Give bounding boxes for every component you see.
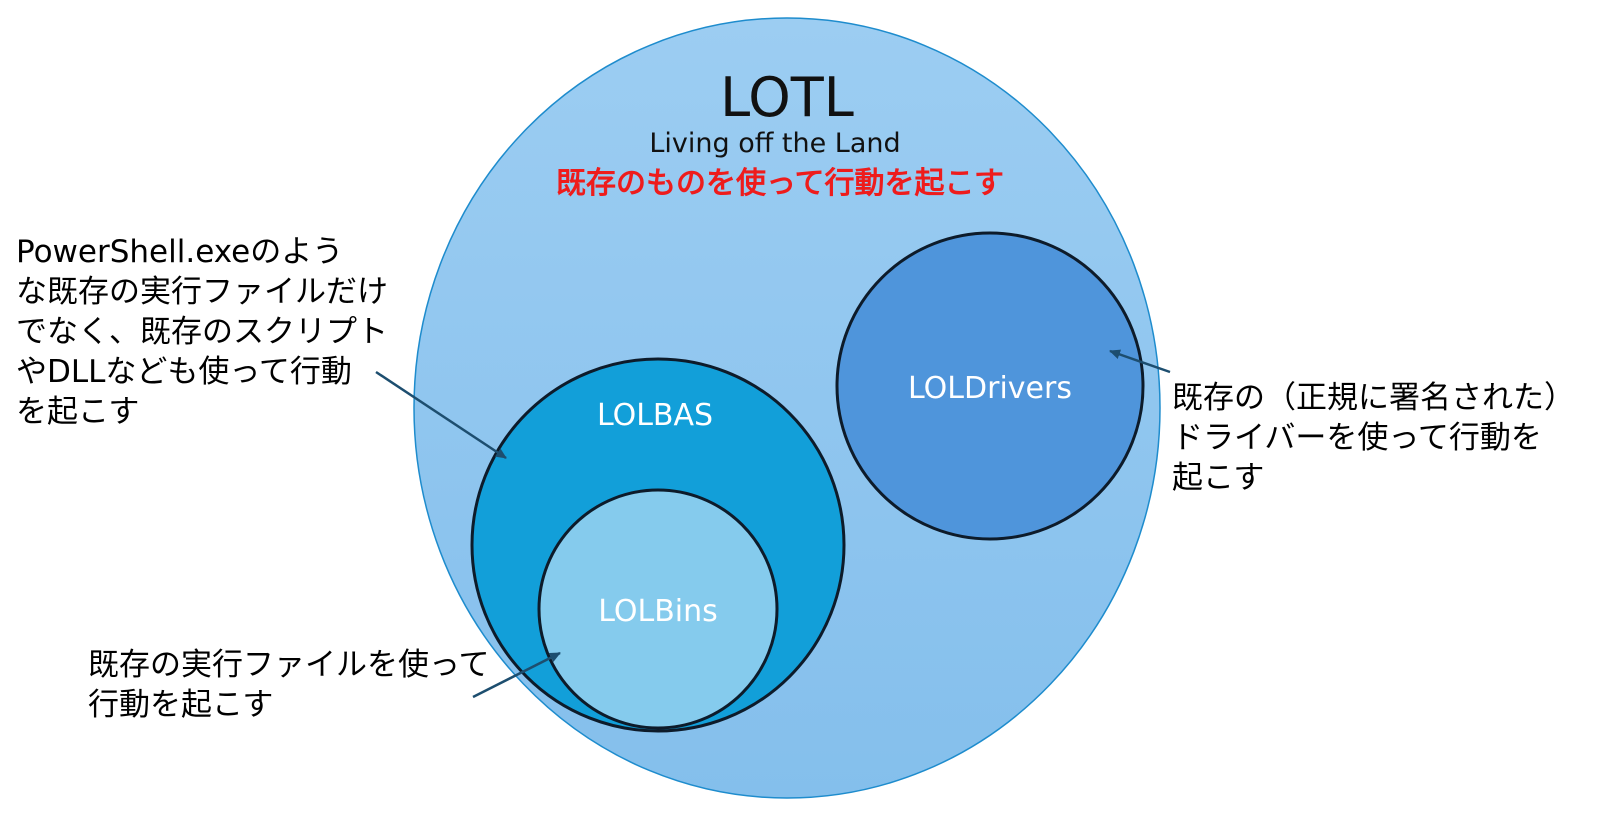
lolbas-description-line: PowerShell.exeのよう: [16, 234, 344, 270]
lolbas-description-line: でなく、既存のスクリプト: [16, 314, 388, 350]
lolbins-description-line: 既存の実行ファイルを使って: [88, 647, 490, 683]
lolbas-description-line: を起こす: [16, 394, 140, 430]
lotl-subtitle: Living off the Land: [649, 128, 900, 159]
lotl-tagline: 既存のものを使って行動を起こす: [556, 166, 1004, 201]
loldrivers-description-line: 既存の（正規に署名された）: [1172, 380, 1575, 416]
loldrivers-description-line: ドライバーを使って行動を: [1172, 420, 1542, 456]
loldrivers-description: 既存の（正規に署名された） ドライバーを使って行動を 起こす: [1172, 378, 1575, 498]
lolbins-description: 既存の実行ファイルを使って 行動を起こす: [88, 645, 489, 725]
lotl-title: LOTL: [720, 66, 854, 129]
lolbas-callout-arrow: [375, 370, 507, 460]
loldrivers-circle: [835, 231, 1145, 541]
lolbas-description: PowerShell.exeのよう な既存の実行ファイルだけ でなく、既存のスク…: [16, 232, 388, 432]
lolbas-description-line: やDLLなども使って行動: [16, 354, 352, 390]
lolbins-callout-arrow: [472, 651, 561, 699]
loldrivers-description-line: 起こす: [1172, 460, 1265, 496]
loldrivers-callout-arrow: [1109, 349, 1171, 374]
lolbins-description-line: 行動を起こす: [88, 687, 274, 723]
lolbas-description-line: な既存の実行ファイルだけ: [16, 274, 388, 310]
loldrivers-label: LOLDrivers: [908, 371, 1072, 406]
lolbins-label: LOLBins: [598, 594, 718, 629]
lolbins-circle: [537, 488, 779, 730]
lolbas-label: LOLBAS: [597, 398, 713, 433]
